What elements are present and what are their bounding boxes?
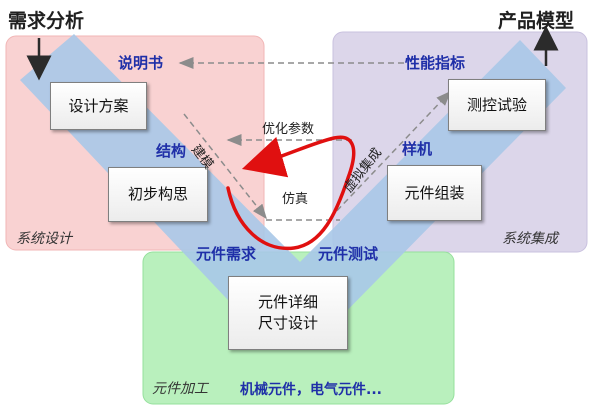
initial-concept-box: 初步构思 [108, 167, 208, 222]
design-plan-box: 设计方案 [50, 82, 147, 130]
label-simulation: 仿真 [282, 192, 309, 207]
region-label-design: 系统设计 [16, 231, 72, 247]
modeling-arrow [183, 113, 267, 220]
component-assembly-box: 元件组装 [387, 165, 482, 221]
region-label-machining: 元件加工 [152, 381, 208, 397]
component-detail-text-1: 元件详细 [257, 293, 318, 311]
component-assembly-text: 元件组装 [404, 183, 465, 202]
label-component-types: 机械元件，电气元件... [240, 382, 382, 398]
corner-title-requirement: 需求分析 [8, 10, 85, 32]
label-component-demand: 元件需求 [196, 245, 257, 263]
virtual-integration-arrow [329, 90, 452, 219]
label-prototype: 样机 [402, 140, 433, 158]
initial-concept-text: 初步构思 [127, 185, 188, 203]
component-detail-box: 元件详细 尺寸设计 [228, 276, 348, 350]
label-performance: 性能指标 [405, 54, 466, 72]
region-label-integration: 系统集成 [502, 231, 558, 247]
label-component-test: 元件测试 [318, 245, 379, 263]
iteration-loop-arrow [226, 135, 356, 251]
component-detail-text-2: 尺寸设计 [257, 314, 318, 332]
measure-test-text: 测控试验 [466, 95, 527, 114]
label-optimize: 优化参数 [262, 122, 315, 137]
design-plan-text: 设计方案 [68, 96, 129, 115]
label-manual: 说明书 [118, 54, 164, 72]
corner-title-product: 产品模型 [498, 10, 575, 32]
label-structure: 结构 [156, 142, 187, 160]
measure-test-box: 测控试验 [448, 79, 546, 131]
